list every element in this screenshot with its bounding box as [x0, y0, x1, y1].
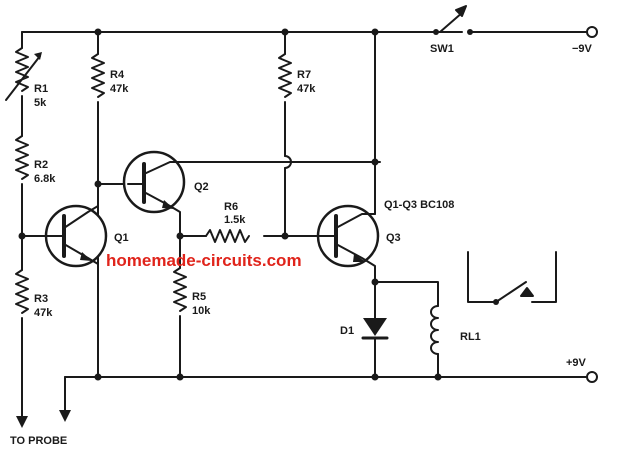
r6-value: 1.5k	[224, 214, 246, 226]
q3-transistor	[316, 204, 380, 283]
r5-value: 10k	[192, 305, 211, 317]
r4-label: R4	[110, 69, 125, 81]
r3-label: R3	[34, 293, 48, 305]
r1-label: R1	[34, 83, 48, 95]
r4-value: 47k	[110, 83, 129, 95]
rl1-relay-coil	[374, 281, 439, 378]
r7-value: 47k	[297, 83, 316, 95]
positive-terminal-label: +9V	[566, 357, 587, 369]
d1-label: D1	[340, 325, 354, 337]
watermark: homemade-circuits.com	[106, 251, 302, 270]
r3-value: 47k	[34, 307, 53, 319]
rl1-relay-contact	[467, 251, 557, 305]
q1-transistor	[21, 204, 108, 378]
q1-label: Q1	[114, 232, 129, 244]
bottom-rail-wire	[59, 376, 587, 422]
q2-label: Q2	[194, 181, 209, 193]
r7-label: R7	[297, 69, 311, 81]
r1-value: 5k	[34, 97, 47, 109]
junction-dots	[18, 28, 442, 381]
probe-label: TO PROBE	[10, 435, 67, 447]
r5-label: R5	[192, 291, 206, 303]
negative-terminal-label: −9V	[572, 43, 593, 55]
sw1-switch-contacts	[433, 29, 473, 35]
positive-terminal	[586, 371, 598, 383]
r7-wire	[278, 31, 292, 237]
left-column-wire	[15, 31, 29, 428]
r5-r6-wire	[173, 229, 319, 378]
r6-label: R6	[224, 201, 238, 213]
r1-wiper-arrow	[5, 52, 42, 101]
q2-transistor	[122, 150, 381, 237]
r2-label: R2	[34, 159, 48, 171]
sw1-label: SW1	[430, 43, 454, 55]
r2-value: 6.8k	[34, 173, 56, 185]
q3-label: Q3	[386, 232, 401, 244]
d1-diode	[361, 281, 389, 378]
top-rail-wire	[21, 5, 587, 33]
rl1-label: RL1	[460, 331, 481, 343]
negative-terminal	[586, 26, 598, 38]
transistor-note: Q1-Q3 BC108	[384, 199, 454, 211]
